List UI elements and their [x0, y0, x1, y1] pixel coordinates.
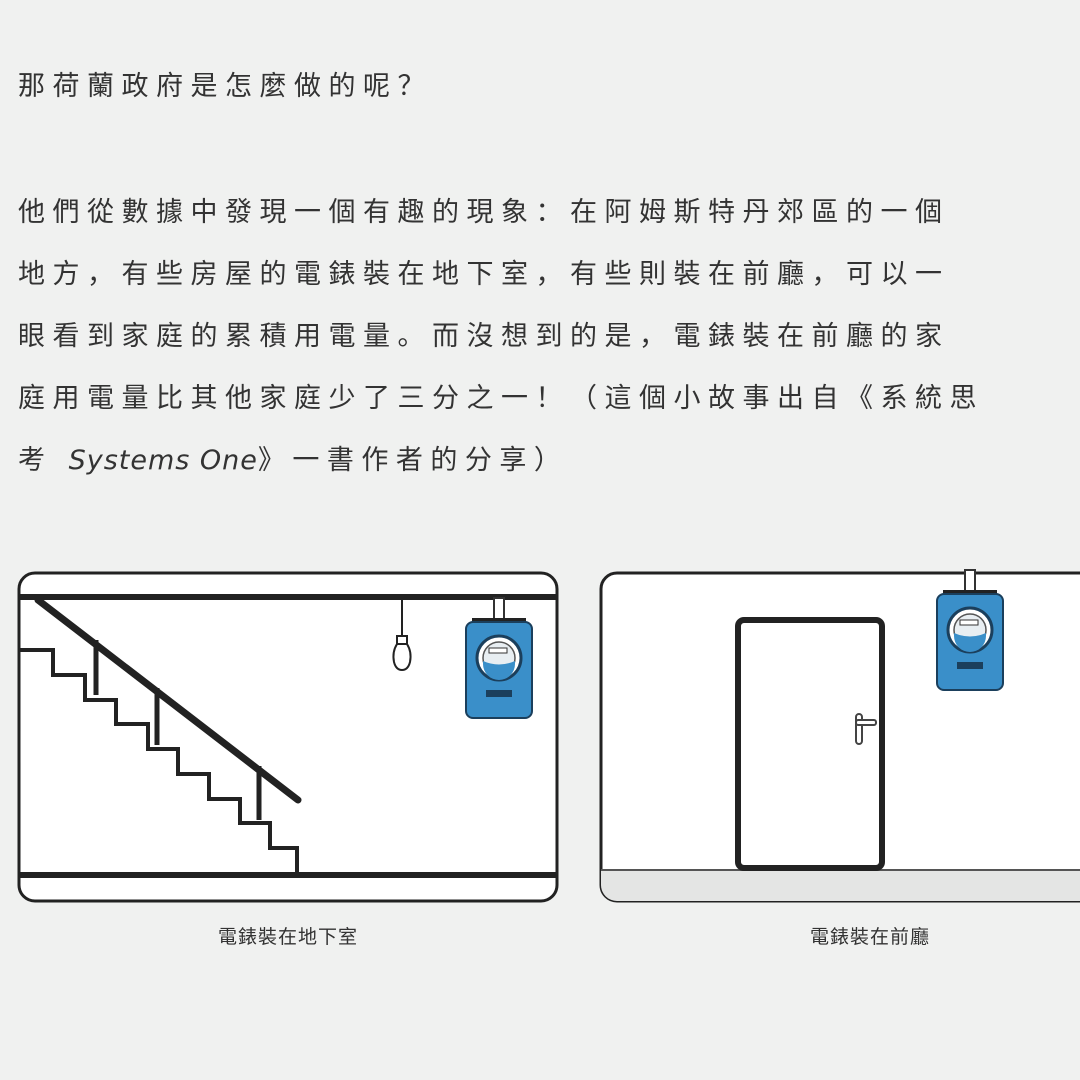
front-hall-panel: [599, 568, 1080, 903]
handrail: [34, 596, 302, 804]
lightbulb-icon: [392, 635, 412, 672]
line-suffix: 》一書作者的分享）: [257, 445, 569, 476]
line-prefix: 考: [18, 445, 69, 476]
front-hall-caption: 電錶裝在前廳: [809, 926, 930, 948]
question-heading: 那荷蘭政府是怎麼做的呢？: [18, 71, 432, 102]
book-title: Systems One: [68, 445, 258, 476]
basement-caption: 電錶裝在地下室: [217, 926, 358, 948]
paragraph-line: 他們從數據中發現一個有趣的現象：在阿姆斯特丹郊區的一個: [18, 197, 950, 228]
paragraph-line: 地方，有些房屋的電錶裝在地下室，有些則裝在前廳，可以一: [18, 259, 950, 290]
basement-panel: [17, 571, 559, 903]
staircase: [19, 648, 299, 875]
paragraph-line: 眼看到家庭的累積用電量。而沒想到的是，電錶裝在前廳的家: [18, 321, 950, 352]
paragraph-line: 考 Systems One》一書作者的分享）: [18, 444, 568, 478]
door-icon: [735, 617, 885, 871]
paragraph-line: 庭用電量比其他家庭少了三分之一！（這個小故事出自《系統思: [18, 383, 984, 414]
